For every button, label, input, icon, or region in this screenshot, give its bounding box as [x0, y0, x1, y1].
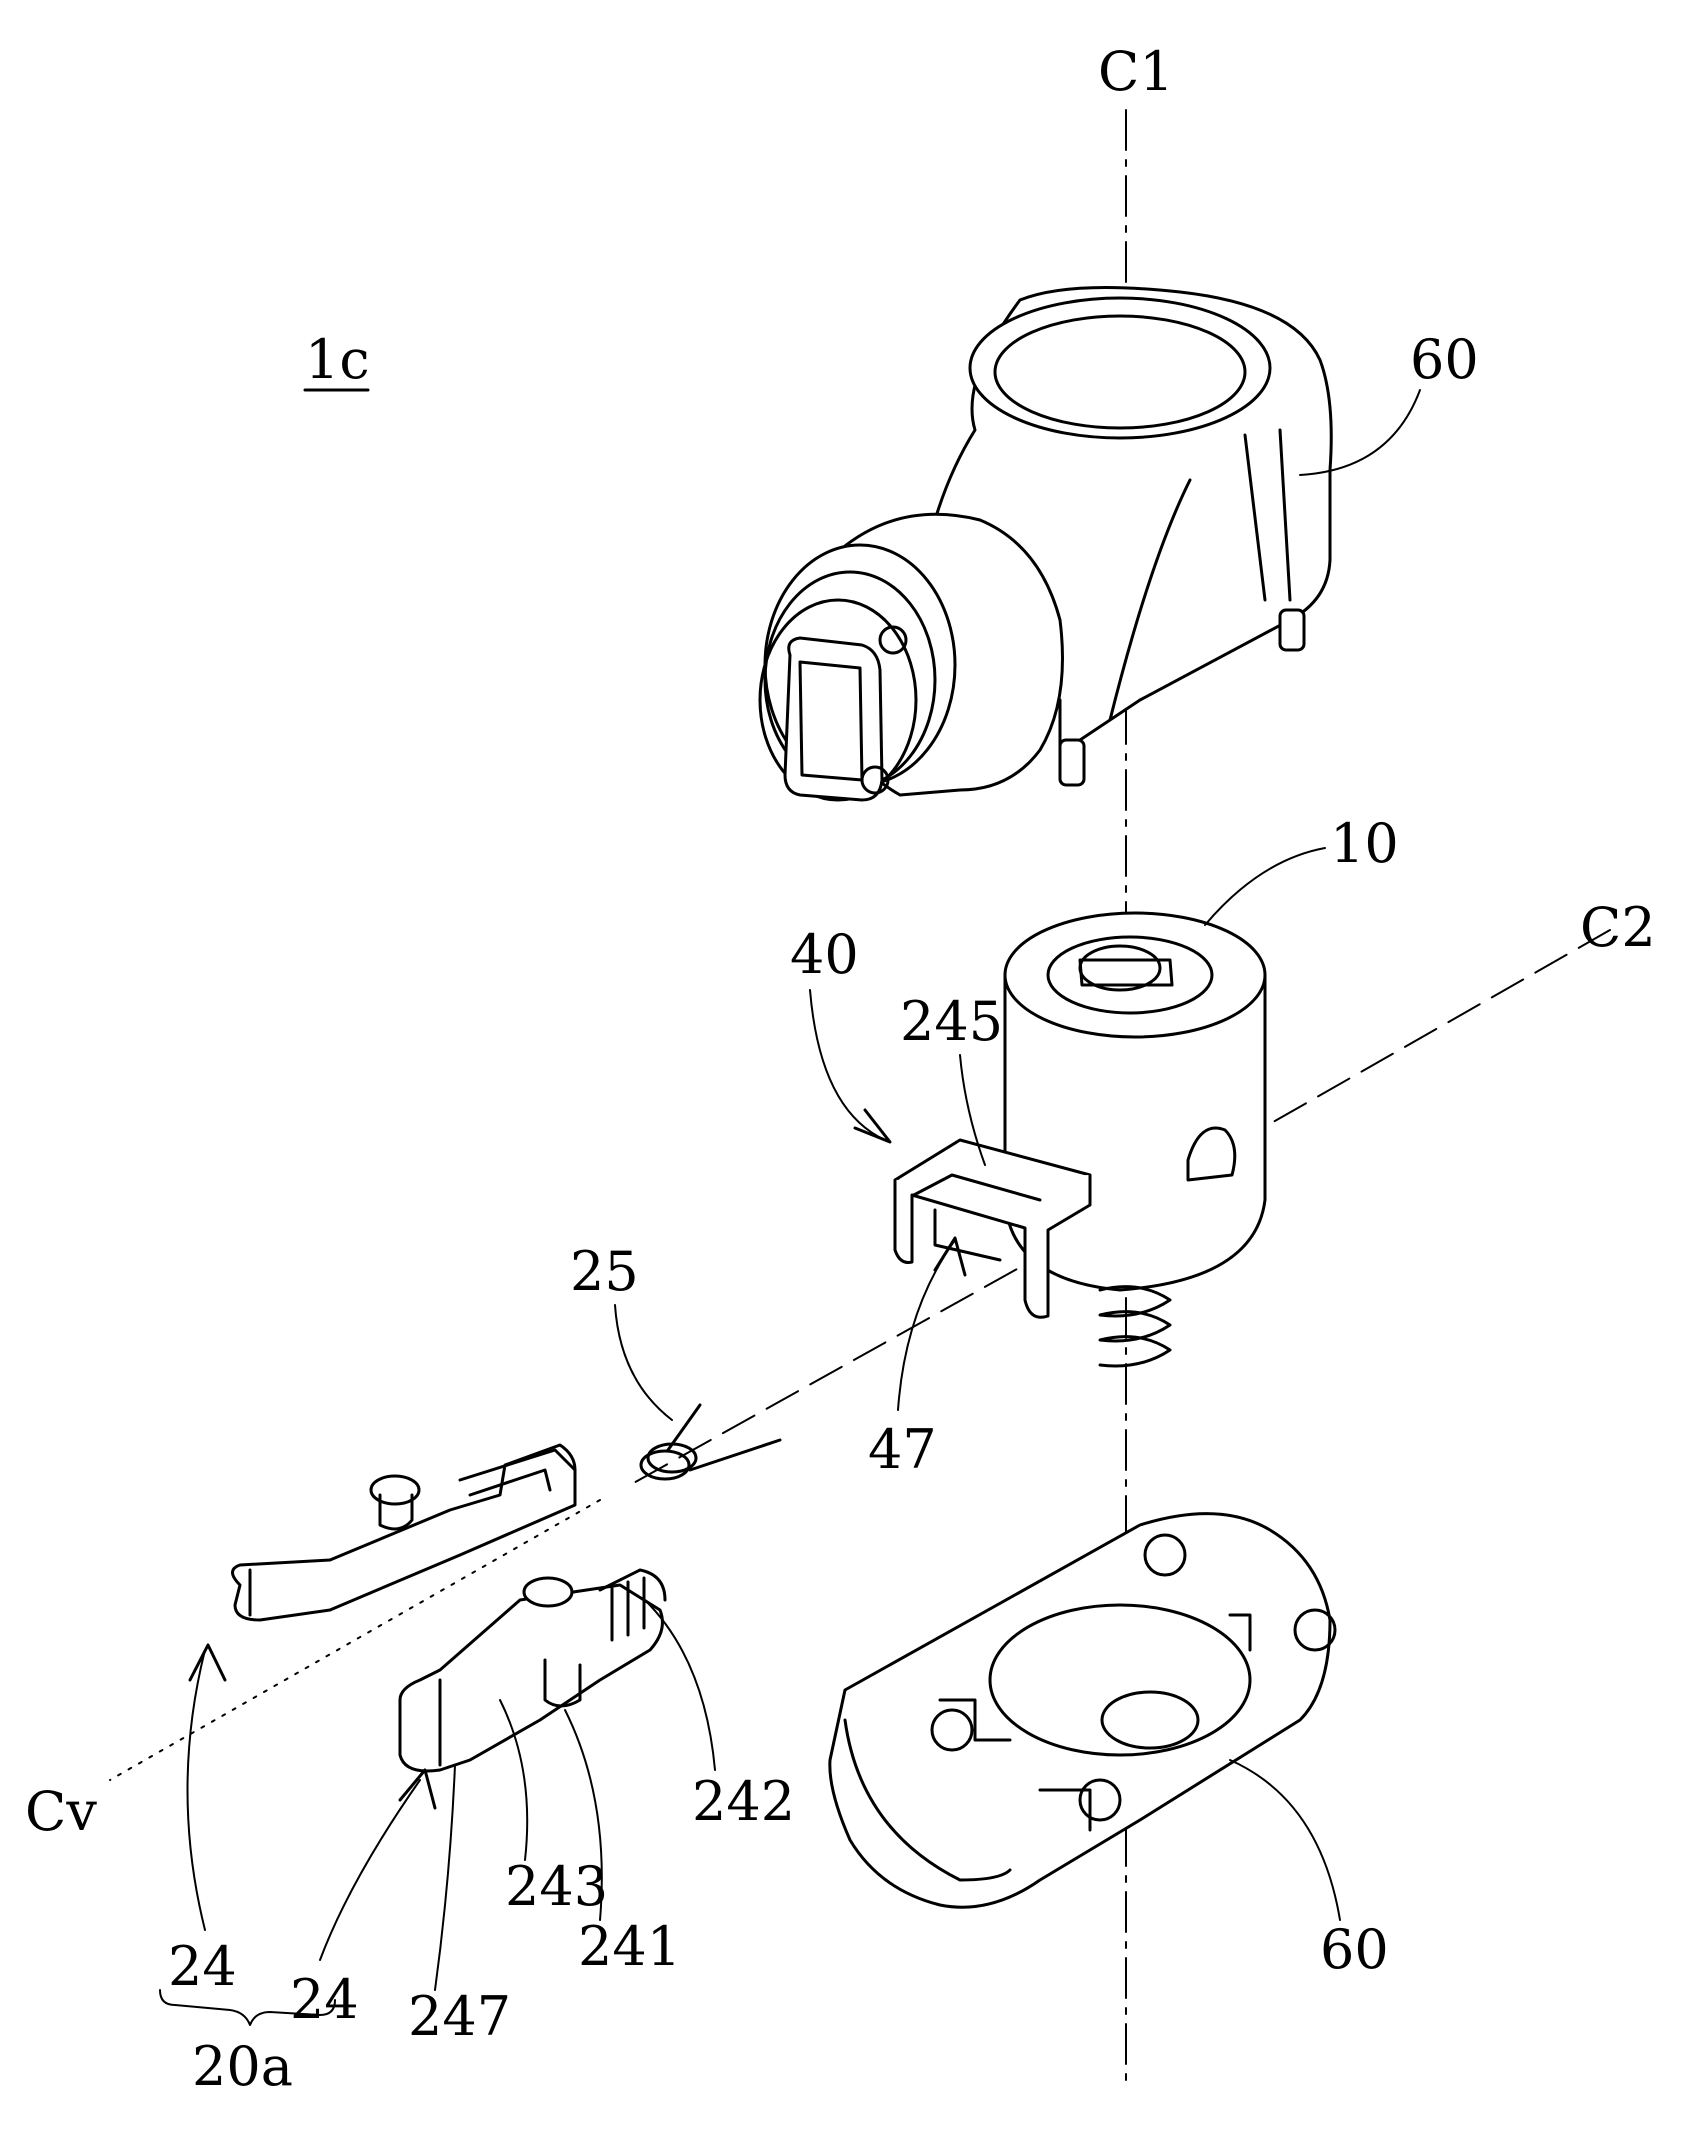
label-latch-a: 24: [168, 1935, 237, 1998]
label-knurl: 242: [692, 1770, 795, 1833]
leader-hook: [435, 1765, 455, 1990]
label-rotor: 10: [1330, 812, 1399, 875]
leader-bracket-slot: [898, 1240, 955, 1410]
latch-b: [400, 1570, 665, 1771]
leader-latch-a: [188, 1650, 206, 1930]
label-axis-cv: Cv: [25, 1780, 97, 1843]
figure-id: 1c: [305, 328, 370, 391]
label-axis-c2: C2: [1580, 896, 1656, 959]
label-housing-top: 60: [1410, 328, 1479, 391]
upper-housing: [760, 288, 1331, 801]
arrow-bracket-slot: [935, 1238, 965, 1275]
leader-latch-b: [320, 1780, 420, 1960]
label-bracket: 40: [790, 923, 859, 986]
label-hook: 247: [408, 1985, 511, 2048]
leader-rotor: [1205, 848, 1325, 925]
label-latch-b: 24: [290, 1968, 359, 2031]
leader-spring: [615, 1305, 672, 1420]
arrow-latch-a: [190, 1645, 225, 1680]
label-bracket-top: 245: [900, 990, 1003, 1053]
label-spring: 25: [570, 1240, 639, 1303]
label-arm: 243: [505, 1855, 608, 1918]
label-boss: 241: [578, 1915, 681, 1978]
label-bracket-slot: 47: [868, 1418, 937, 1481]
lower-housing: [830, 1514, 1335, 1908]
label-housing-bottom: 60: [1320, 1918, 1389, 1981]
leader-housing-bottom: [1230, 1760, 1340, 1920]
leader-bracket: [810, 990, 885, 1140]
label-axis-c1: C1: [1098, 40, 1174, 103]
label-assembly: 20a: [192, 2035, 293, 2098]
arrow-bracket: [855, 1110, 890, 1142]
